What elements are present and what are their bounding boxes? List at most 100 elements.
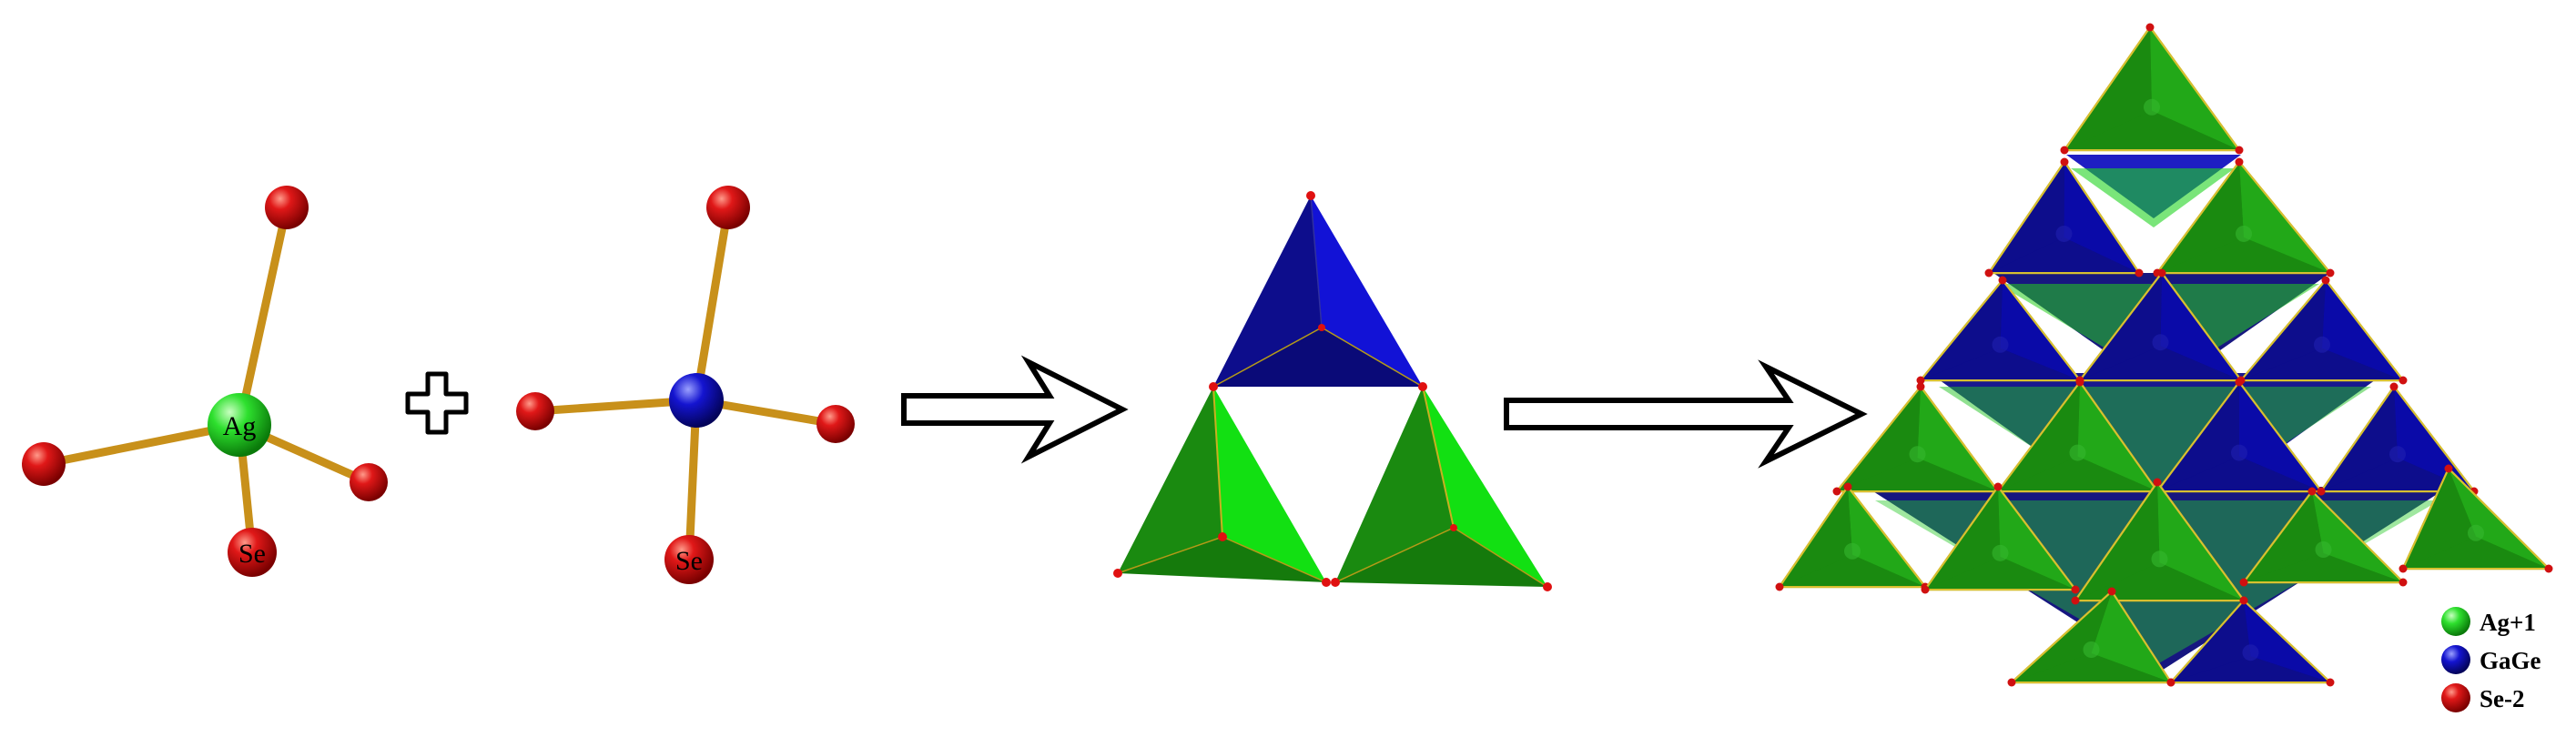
- red-sphere-icon: [2441, 683, 2470, 712]
- se-atom: [350, 463, 388, 501]
- se-vertex: [2317, 487, 2326, 496]
- se-vertex: [2239, 596, 2248, 605]
- blue-tetrahedron-face: [1989, 237, 2139, 273]
- green-tetrahedron-edge: [2242, 490, 2406, 583]
- se-vertex-group: [1113, 191, 1552, 591]
- se-vertex: [1843, 482, 1852, 491]
- legend-item-ag: Ag+1: [2441, 607, 2536, 636]
- green-tetrahedron-edge: [2155, 160, 2333, 274]
- gage-atom: [669, 373, 724, 428]
- green-tetrahedron-face: [2064, 110, 2239, 150]
- blue-tetrahedron-face: [2171, 601, 2251, 682]
- blue-tetrahedron-edge: [1987, 160, 2141, 274]
- center-atom-highlight: [2083, 641, 2100, 658]
- se-vertex: [2444, 464, 2453, 473]
- se-vertex: [1916, 382, 1925, 391]
- legend-label: Se-2: [2480, 685, 2525, 712]
- blue-tetrahedron-face: [1213, 328, 1423, 387]
- green-tetrahedron-face: [1780, 554, 1925, 587]
- se-vertex: [1916, 376, 1925, 385]
- center-atom-highlight: [1992, 544, 2009, 561]
- center-atom-highlight: [2152, 334, 2169, 351]
- se-vertex: [2326, 268, 2335, 278]
- center-atom-highlight: [1909, 446, 1926, 463]
- legend-item-se: Se-2: [2441, 683, 2525, 712]
- gage-tetrahedral-unit: Se: [516, 186, 855, 584]
- se-vertex: [1921, 585, 1930, 594]
- center-atom-highlight: [2055, 225, 2073, 242]
- green-tetrahedron-edge: [2063, 25, 2241, 151]
- green-tetrahedron-face: [1925, 556, 2075, 590]
- green-tetrahedron-edge: [1834, 385, 2000, 492]
- se-vertex: [2399, 376, 2408, 385]
- green-tetrahedron-face: [2403, 536, 2549, 569]
- blue-tetrahedron-face: [2321, 458, 2474, 491]
- se-vertex: [2321, 276, 2330, 285]
- se-atom: [706, 186, 750, 229]
- center-atom-highlight: [2389, 446, 2406, 463]
- blue-sphere-icon: [2441, 645, 2470, 674]
- se-atom: [816, 405, 855, 443]
- green-sphere-icon: [2441, 607, 2470, 636]
- se-atom-label: Se: [675, 546, 703, 576]
- center-atom-highlight: [2231, 444, 2247, 461]
- se-vertex: [2075, 378, 2084, 387]
- ag-atom-label: Ag: [223, 411, 257, 441]
- green-tetrahedron-face: [2075, 562, 2244, 601]
- green-tetrahedron-edge: [2009, 590, 2173, 683]
- se-vertex: [2235, 157, 2244, 167]
- green-tetrahedron-face: [1780, 487, 1852, 587]
- se-atom: [664, 535, 714, 584]
- green-tetrahedron-face: [1837, 458, 1998, 491]
- green-tetrahedron-face: [2012, 653, 2171, 682]
- legend-item-gage: GaGe: [2441, 645, 2541, 674]
- green-tetrahedron-edge: [1778, 485, 1928, 588]
- se-vertex: [2544, 564, 2553, 573]
- gage-se-bond: [692, 203, 733, 405]
- legend: Ag+1 GaGe Se-2: [2441, 607, 2541, 712]
- se-vertex: [2071, 596, 2080, 605]
- green-tetrahedron-face: [1118, 537, 1326, 582]
- green-tetrahedron-face: [1118, 387, 1222, 573]
- blue-tetrahedron-edge: [1918, 278, 2083, 381]
- se-vertex: [2326, 678, 2335, 687]
- blue-tetrahedron-face: [2080, 346, 2241, 380]
- arrow-right-icon: [1504, 359, 1868, 469]
- ag-se-bond: [235, 203, 291, 429]
- se-vertex: [2235, 378, 2244, 387]
- se-vertex: [2153, 478, 2162, 487]
- legend-label: GaGe: [2480, 647, 2541, 674]
- center-atom-highlight: [2151, 550, 2168, 568]
- center-atom-highlight: [2236, 225, 2252, 242]
- se-vertex: [2135, 268, 2144, 278]
- se-vertex: [2239, 578, 2248, 587]
- green-tetrahedron-face: [1998, 456, 2157, 491]
- se-vertex: [1984, 268, 1993, 278]
- se-vertex: [2157, 268, 2166, 278]
- blue-tetrahedron-face: [1213, 196, 1322, 387]
- center-atom-highlight: [2314, 336, 2330, 353]
- green-tetrahedron-face: [2157, 237, 2330, 273]
- se-atom: [516, 392, 554, 430]
- green-tetrahedron-edge: [2074, 480, 2246, 601]
- green-tetrahedron-face: [2244, 553, 2403, 582]
- se-vertex: [2060, 157, 2069, 167]
- center-atom-highlight: [2144, 98, 2160, 116]
- legend-label: Ag+1: [2480, 609, 2536, 636]
- blue-tetrahedron-face: [2241, 348, 2403, 380]
- green-tetrahedron-face: [1335, 387, 1454, 582]
- center-atom-highlight: [2315, 541, 2332, 558]
- green-tetrahedron-face: [2403, 469, 2476, 569]
- se-atom: [228, 528, 277, 577]
- se-vertex: [1832, 487, 1841, 496]
- blue-tetrahedron-face: [2157, 456, 2321, 491]
- se-vertex: [1998, 276, 2007, 285]
- se-vertex: [2107, 587, 2116, 596]
- green-tetrahedron-face: [1213, 387, 1326, 582]
- tetrahedra-trimer: [1113, 191, 1552, 591]
- se-vertex: [2145, 23, 2155, 32]
- se-vertex: [2060, 146, 2069, 155]
- se-vertex: [1993, 482, 2003, 491]
- blue-tetrahedron-face: [2171, 656, 2330, 682]
